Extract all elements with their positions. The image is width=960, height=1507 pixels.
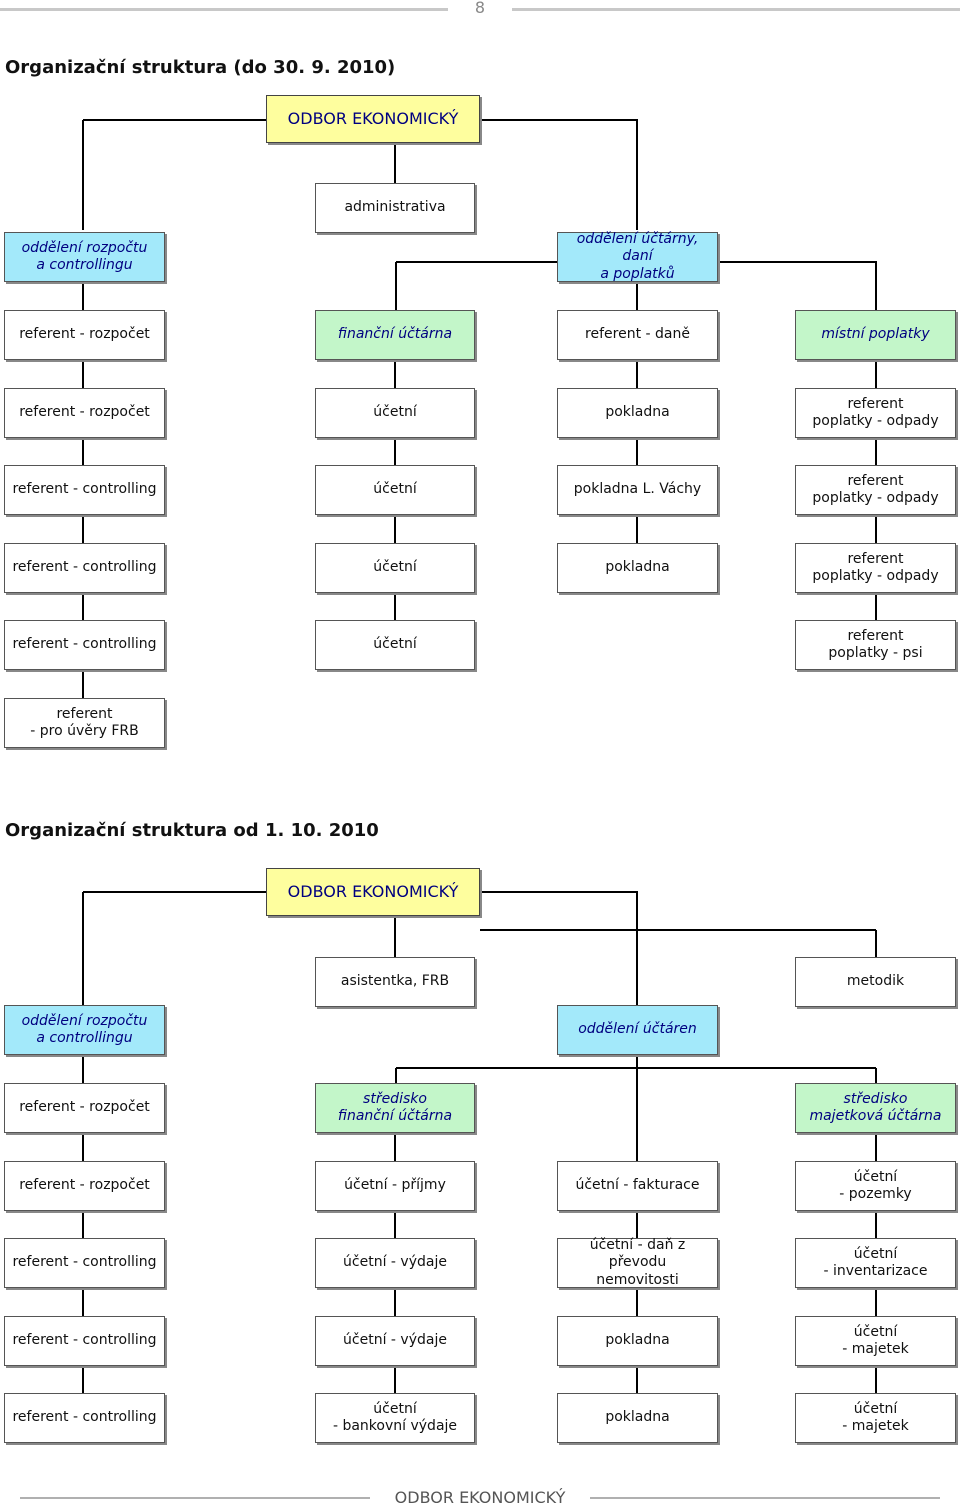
- chart2-col4-box: účetní - pozemky: [795, 1161, 956, 1211]
- chart1-col3-box: pokladna: [557, 388, 718, 438]
- chart1-col3-box: pokladna: [557, 543, 718, 593]
- chart1-col1-box: referent - controlling: [4, 465, 165, 515]
- chart2-methodist-box: metodik: [795, 957, 956, 1007]
- chart2-col4-box: účetní - majetek: [795, 1393, 956, 1443]
- chart1-col3-box: pokladna L. Váchy: [557, 465, 718, 515]
- chart2-col2-box: účetní - bankovní výdaje: [315, 1393, 475, 1443]
- page-number: 8: [474, 0, 486, 17]
- chart1-col1-box: referent - rozpočet: [4, 388, 165, 438]
- chart1-col2-box: účetní: [315, 543, 475, 593]
- header-rule-right: [512, 8, 960, 11]
- chart1-col4-box: referent poplatky - odpady: [795, 388, 956, 438]
- chart2-col3-box: účetní - daň z převodu nemovitosti: [557, 1237, 718, 1288]
- chart2-col4-box: účetní - inventarizace: [795, 1238, 956, 1288]
- chart1-col2-box: účetní: [315, 388, 475, 438]
- chart2-head-box: ODBOR EKONOMICKÝ: [266, 868, 480, 916]
- chart2-dept-right: oddělení účtáren: [557, 1005, 718, 1055]
- chart2-col2-box: účetní - příjmy: [315, 1161, 475, 1211]
- chart2-col1-box: referent - controlling: [4, 1393, 165, 1443]
- footer-text: ODBOR EKONOMICKÝ: [370, 1488, 590, 1507]
- connector: [395, 1055, 877, 1161]
- chart2-assistant-box: asistentka, FRB: [315, 957, 475, 1007]
- chart2-col1-box: referent - rozpočet: [4, 1083, 165, 1133]
- chart2-col1-box: referent - controlling: [4, 1316, 165, 1366]
- chart1-col3-box: referent - daně: [557, 310, 718, 360]
- chart1-col2-box: finanční účtárna: [315, 310, 475, 360]
- chart1-col1-box: referent - controlling: [4, 620, 165, 670]
- chart2-col4-box: středisko majetková účtárna: [795, 1083, 956, 1133]
- chart2-col2-box: účetní - výdaje: [315, 1238, 475, 1288]
- connector: [394, 915, 877, 957]
- chart1-col4-box: místní poplatky: [795, 310, 956, 360]
- chart1-col4-box: referent poplatky - psi: [795, 620, 956, 670]
- connector: [82, 891, 638, 1005]
- chart1-col1-box: referent - controlling: [4, 543, 165, 593]
- footer-rule-left: [20, 1497, 370, 1499]
- header-rule-left: [0, 8, 448, 11]
- chart1-dept-left: oddělení rozpočtu a controllingu: [4, 232, 165, 282]
- chart1-dept-right: oddělení účtárny, daní a poplatků: [557, 231, 718, 282]
- chart1-title: Organizační struktura (do 30. 9. 2010): [5, 57, 396, 78]
- chart2-col2-box: středisko finanční účtárna: [315, 1083, 475, 1133]
- connector: [82, 119, 638, 230]
- chart1-col4-box: referent poplatky - odpady: [795, 465, 956, 515]
- chart2-col4-box: účetní - majetek: [795, 1316, 956, 1366]
- connector: [395, 261, 877, 310]
- chart1-col4-box: referent poplatky - odpady: [795, 543, 956, 593]
- chart2-col3-box: pokladna: [557, 1316, 718, 1366]
- chart1-admin-box: administrativa: [315, 183, 475, 233]
- chart2-col1-box: referent - rozpočet: [4, 1161, 165, 1211]
- chart2-title: Organizační struktura od 1. 10. 2010: [5, 820, 379, 841]
- chart1-col2-box: účetní: [315, 465, 475, 515]
- chart2-col2-box: účetní - výdaje: [315, 1316, 475, 1366]
- chart2-dept-left: oddělení rozpočtu a controllingu: [4, 1005, 165, 1055]
- chart2-col3-box: pokladna: [557, 1393, 718, 1443]
- footer-rule-right: [590, 1497, 940, 1499]
- chart1-col1-box: referent - rozpočet: [4, 310, 165, 360]
- chart2-col1-box: referent - controlling: [4, 1238, 165, 1288]
- chart1-col2-box: účetní: [315, 620, 475, 670]
- chart1-col1-box: referent - pro úvěry FRB: [4, 698, 165, 748]
- chart2-col3-box: účetní - fakturace: [557, 1161, 718, 1211]
- chart1-head-box: ODBOR EKONOMICKÝ: [266, 95, 480, 143]
